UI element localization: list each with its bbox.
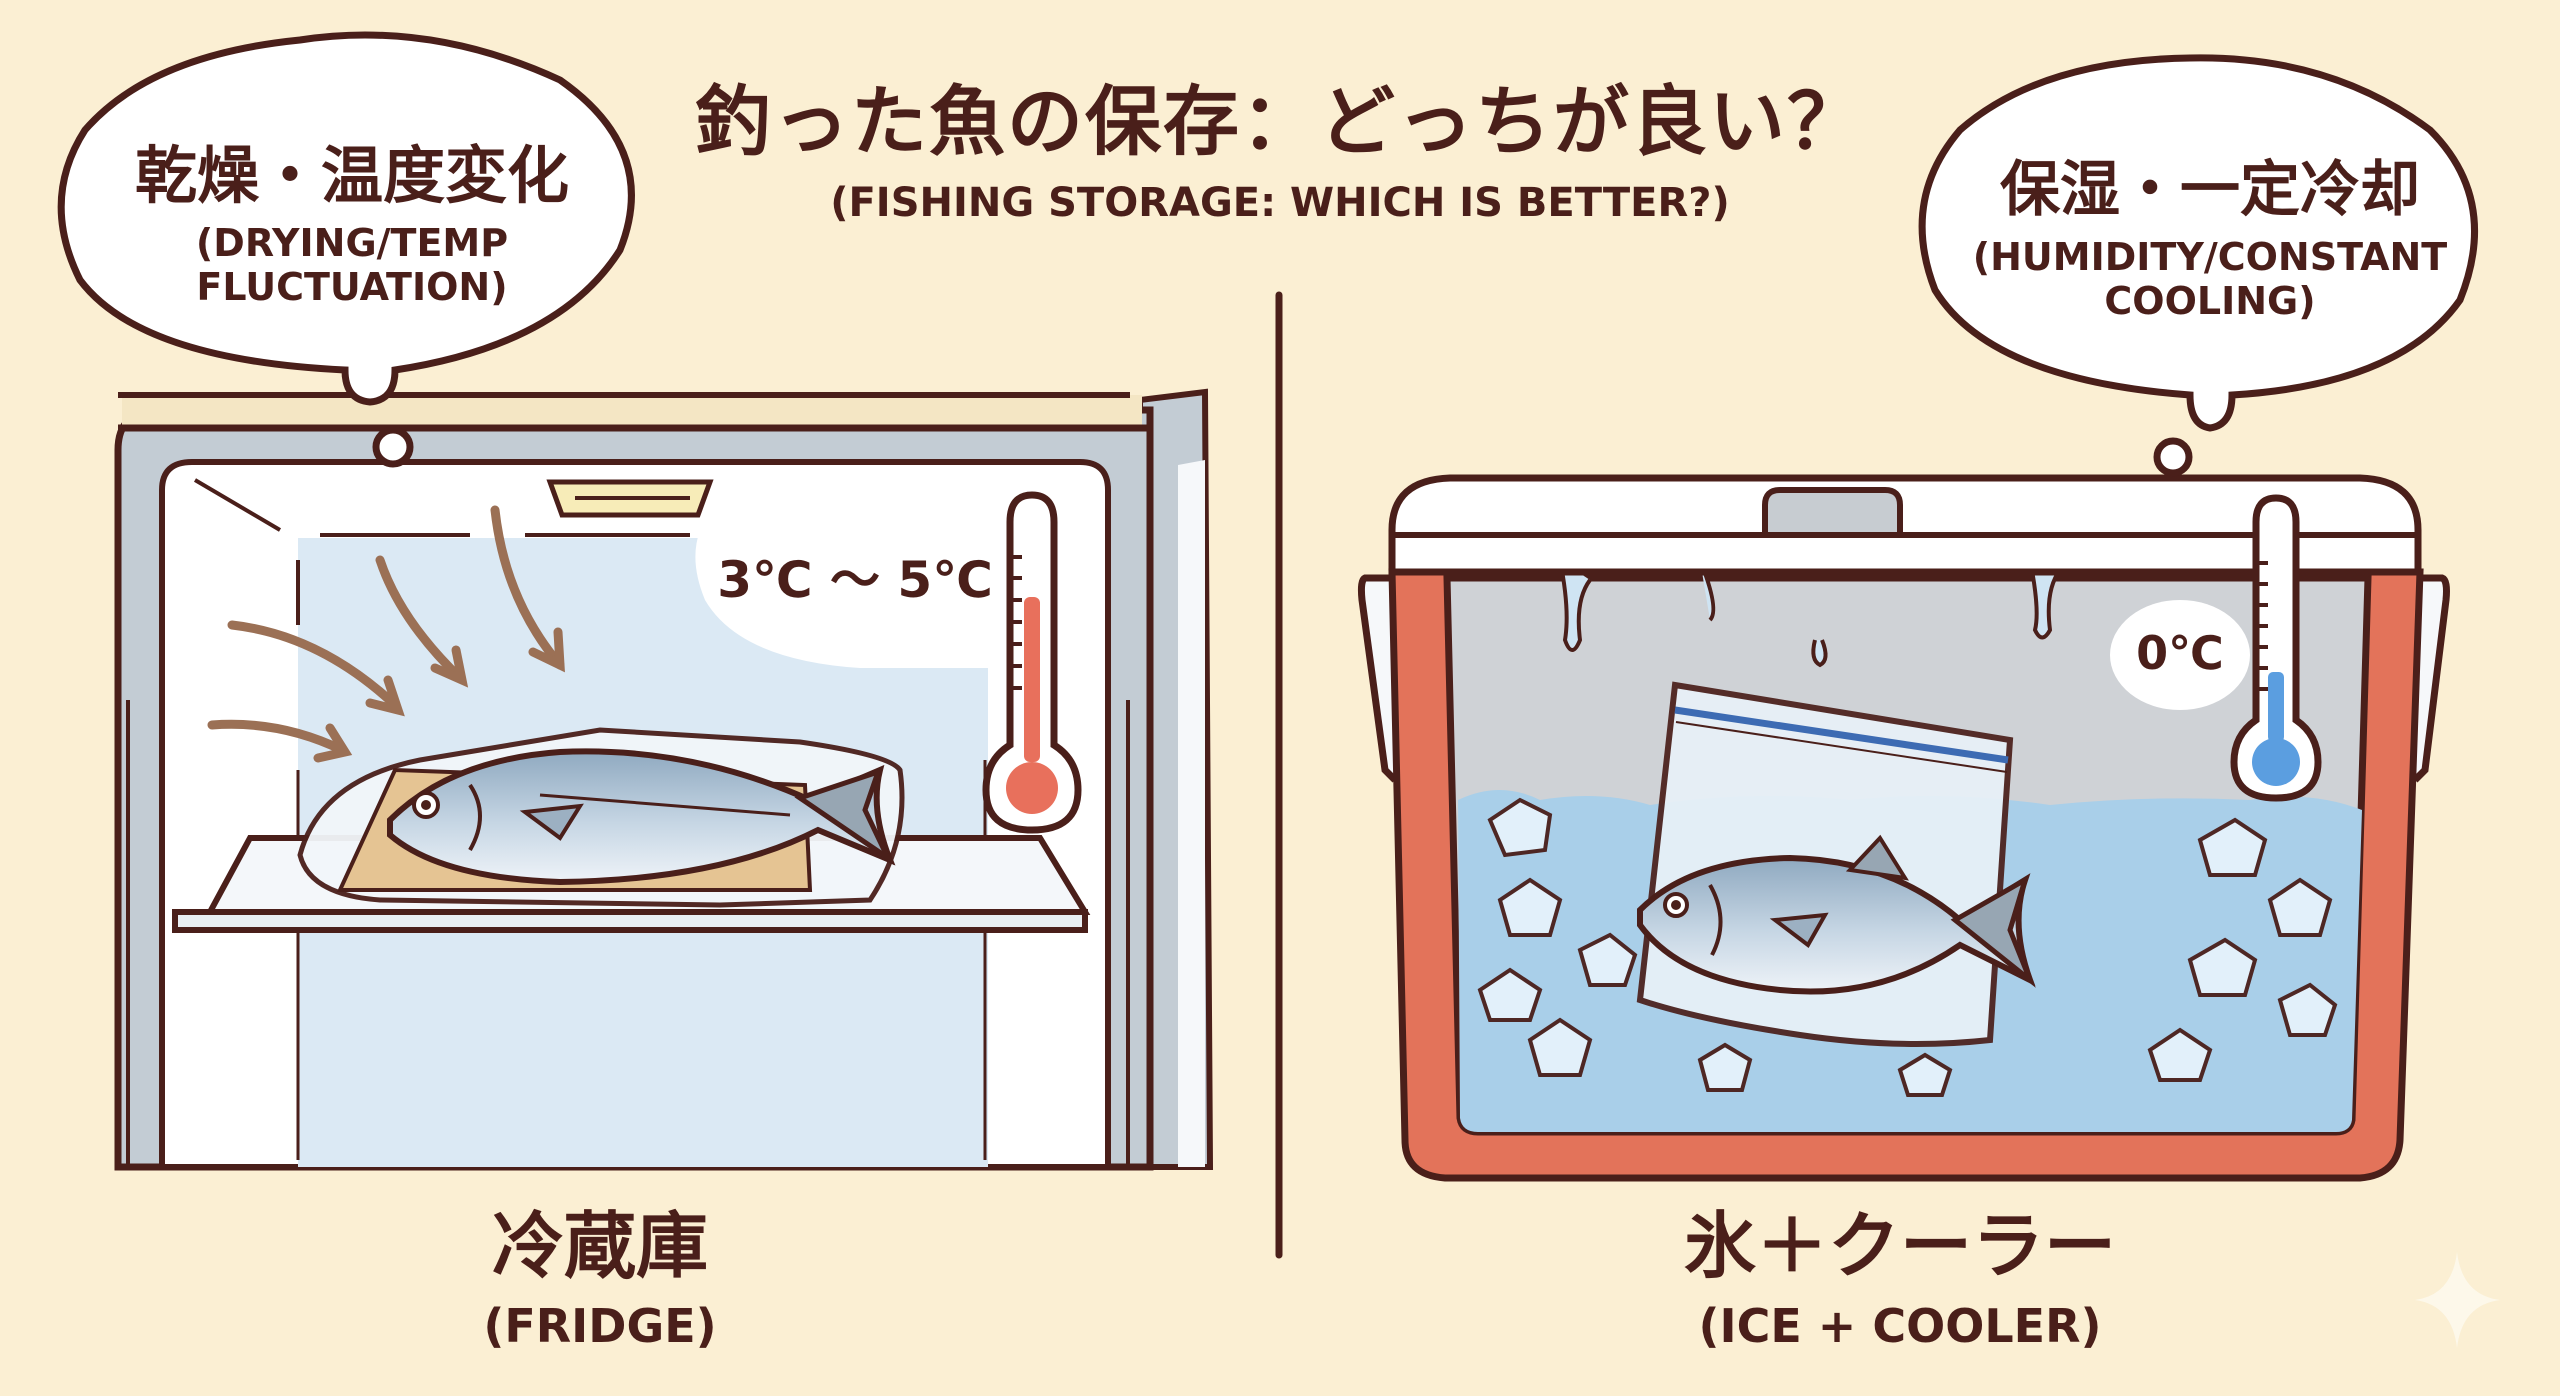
cooler-temperature-label: 0℃ bbox=[2136, 626, 2224, 680]
airflow-arrows bbox=[207, 505, 565, 763]
cooler-label: 氷＋クーラー bbox=[1683, 1204, 2116, 1288]
cooler-bubble-heading: 保湿・一定冷却 bbox=[2000, 155, 2420, 225]
fish-fridge bbox=[387, 748, 896, 886]
cooler-bubble-caption: (HUMIDITY/CONSTANT COOLING) bbox=[1972, 235, 2448, 323]
thermometer-cooler bbox=[2230, 494, 2322, 802]
thermometer-fridge bbox=[982, 491, 1082, 834]
speech-bubble-fridge bbox=[57, 31, 635, 406]
fridge-temperature-label: 3℃ ～ 5℃ bbox=[717, 551, 993, 609]
page-subtitle: (FISHING STORAGE: WHICH IS BETTER?) bbox=[830, 180, 1730, 226]
fridge-illustration bbox=[114, 388, 1214, 1171]
page-title: 釣った魚の保存：どっちが良い？ bbox=[695, 77, 1865, 166]
fridge-bubble-heading: 乾燥・温度変化 bbox=[134, 139, 569, 212]
cooler-illustration bbox=[1357, 437, 2450, 1182]
ice-cubes bbox=[1477, 797, 2338, 1097]
fridge-label: 冷蔵庫 bbox=[491, 1204, 708, 1288]
sparkle-icon bbox=[2415, 1252, 2500, 1348]
cooler-label-english: (ICE + COOLER) bbox=[1698, 1299, 2102, 1353]
speech-bubble-cooler bbox=[1918, 54, 2479, 432]
fridge-bubble-caption: (DRYING/TEMP FLUCTUATION) bbox=[195, 221, 509, 309]
fish-cooler bbox=[1637, 834, 2036, 995]
fridge-label-english: (FRIDGE) bbox=[483, 1299, 717, 1353]
